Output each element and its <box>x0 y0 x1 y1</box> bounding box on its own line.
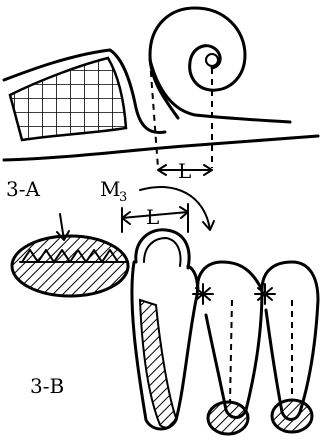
label-l-bottom: L <box>146 205 159 229</box>
label-m-letter: M <box>100 177 120 201</box>
label-3b: 3-B <box>30 374 64 398</box>
figure-3a: L 3-A <box>4 8 318 201</box>
label-3a: 3-A <box>6 177 40 201</box>
figure-3b: M 3 L 3-B <box>12 177 318 434</box>
hatched-oval <box>12 236 128 296</box>
tooth-3 <box>262 262 318 420</box>
tooth-3-contact-star <box>255 284 275 304</box>
label-l-top: L <box>178 159 191 183</box>
tooth-2-root-tip <box>208 402 248 434</box>
jaw-baseline <box>4 136 318 160</box>
molar3-crown-inner <box>144 238 180 266</box>
molar-tip <box>206 54 218 66</box>
tooth-2 <box>198 262 262 418</box>
tooth-2-midline <box>230 300 232 402</box>
impacted-molar-spiral <box>150 8 245 118</box>
tooth-3-root-tip <box>272 400 312 432</box>
label-m-subscript: 3 <box>119 190 127 205</box>
